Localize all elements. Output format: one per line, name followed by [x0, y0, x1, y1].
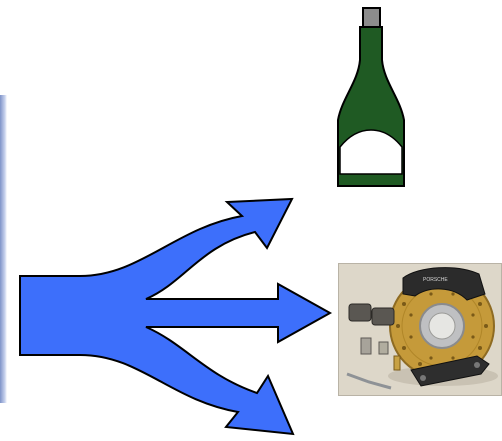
bottle-cap — [363, 8, 380, 27]
brake-kit-photo: PORSCHE — [338, 263, 502, 396]
brake-kit-illustration: PORSCHE — [339, 264, 501, 395]
brake-pad-left — [349, 304, 371, 321]
caliper-brand-text: PORSCHE — [423, 277, 448, 283]
brake-pad-right — [372, 308, 394, 325]
split-arrow-shape — [20, 199, 330, 434]
green-bottle-icon — [332, 2, 410, 188]
